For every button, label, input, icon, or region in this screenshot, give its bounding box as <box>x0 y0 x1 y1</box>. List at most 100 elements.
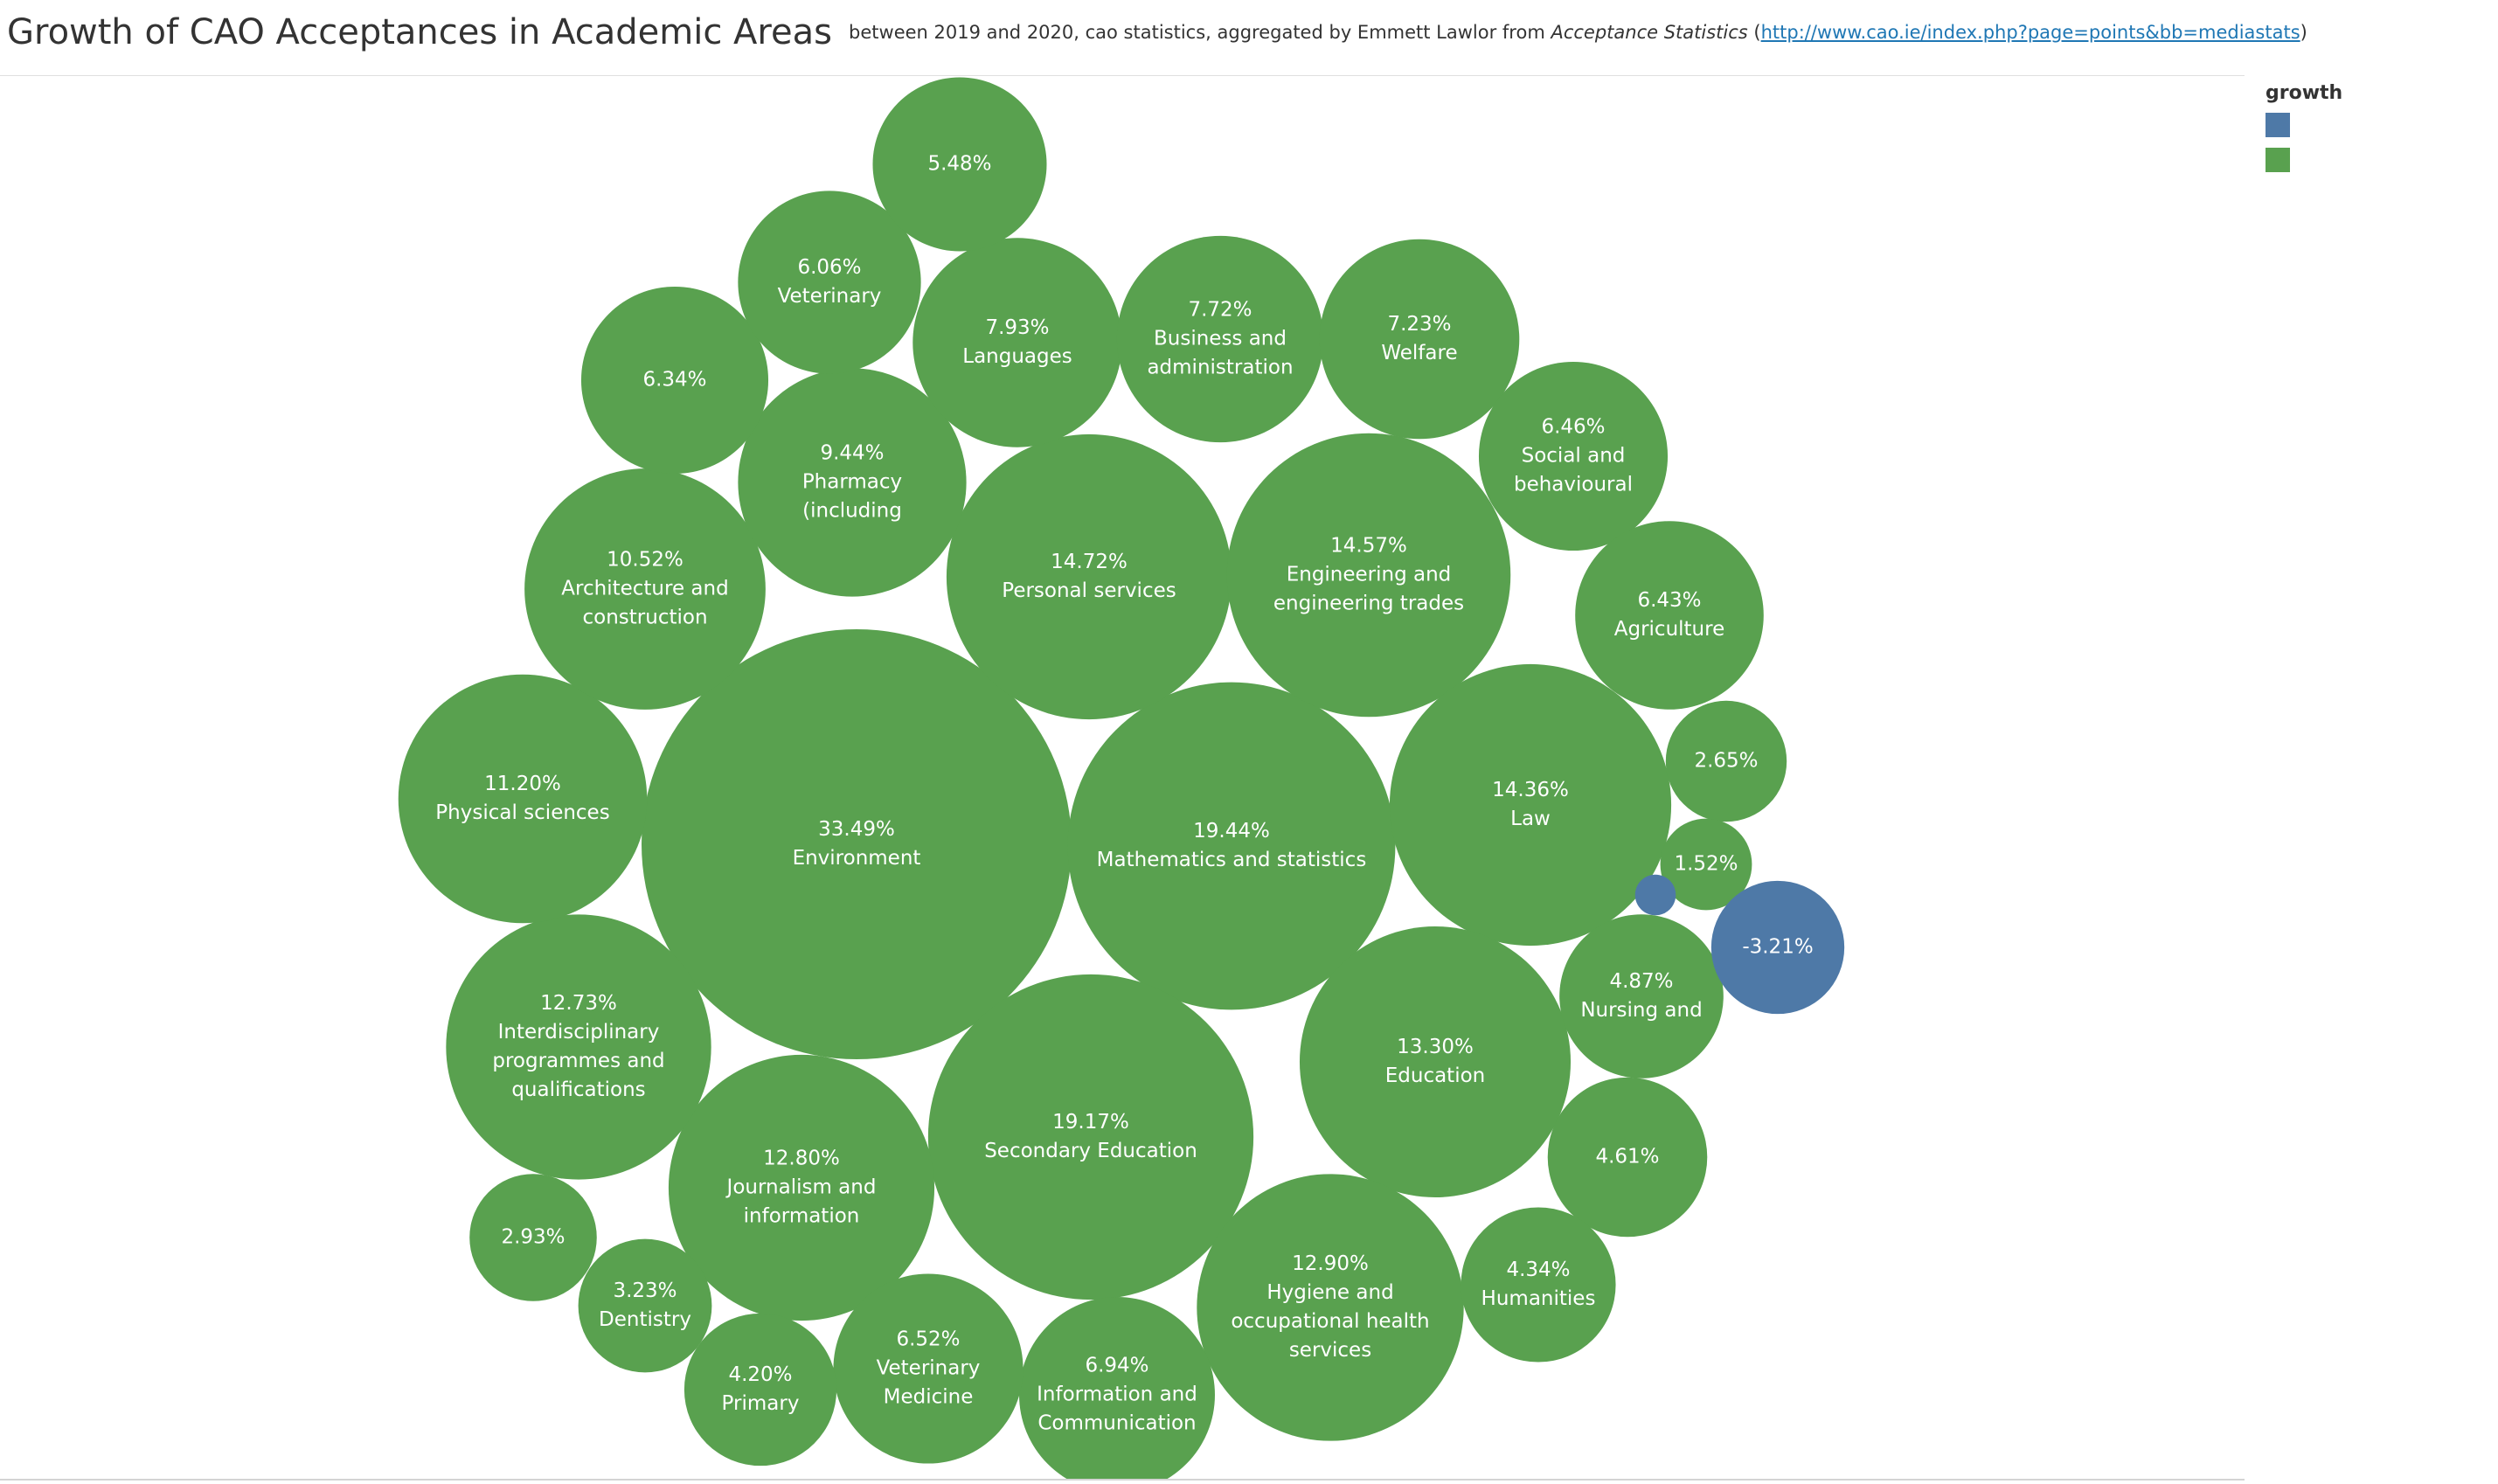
bubble[interactable]: 4.34%Humanities <box>1461 1207 1616 1363</box>
bubble[interactable]: 6.34% <box>580 286 769 475</box>
bubble-circle[interactable] <box>738 368 967 597</box>
bubble[interactable]: 7.93%Languages <box>912 238 1122 447</box>
bubble-value-label: 2.93% <box>501 1226 565 1249</box>
bubble-circle[interactable] <box>446 914 711 1180</box>
bubble[interactable]: -3.21% <box>1710 880 1845 1015</box>
bubble-name-label: Business and <box>1154 328 1287 350</box>
bubble-circle[interactable] <box>1665 700 1787 822</box>
bubble-name-label: Nursing and <box>1580 999 1702 1022</box>
bubble-name-label: Welfare <box>1381 342 1457 364</box>
bubble[interactable]: 2.93% <box>469 1174 597 1301</box>
bubble-circle[interactable] <box>946 433 1232 720</box>
bubble-circle[interactable] <box>578 1238 712 1373</box>
bubble-value-label: 4.87% <box>1609 970 1673 993</box>
bubble-value-label: 14.72% <box>1051 551 1128 573</box>
bubble-circle[interactable] <box>1197 1174 1464 1441</box>
bubble-name-label: engineering trades <box>1273 593 1464 615</box>
bubble[interactable]: 14.72%Personal services <box>946 433 1232 720</box>
bubble[interactable]: 6.06%Veterinary <box>738 191 921 374</box>
bubble-name-label: Law <box>1510 808 1551 830</box>
bubble-circle[interactable] <box>1660 818 1752 911</box>
bubble-value-label: 10.52% <box>607 549 683 572</box>
bubble-circle[interactable] <box>524 468 766 710</box>
bubble-value-label: 4.34% <box>1506 1259 1570 1281</box>
bubble[interactable] <box>1634 874 1676 916</box>
footer-divider <box>0 1479 2245 1481</box>
bubble-circle[interactable] <box>1319 239 1520 440</box>
bubble[interactable]: 9.44%Pharmacy(including <box>738 368 967 597</box>
bubble-circle[interactable] <box>1019 1297 1215 1479</box>
bubble-name-label: Journalism and <box>725 1176 877 1199</box>
legend: growth <box>2266 82 2475 174</box>
bubble-circle[interactable] <box>927 974 1254 1300</box>
bubble-circle[interactable] <box>683 1313 837 1467</box>
bubble-circle[interactable] <box>1478 361 1669 551</box>
bubble-circle[interactable] <box>642 629 1072 1059</box>
bubble-circle[interactable] <box>580 286 769 475</box>
bubble-circle[interactable] <box>1389 663 1672 947</box>
bubble-name-label: Physical sciences <box>435 801 609 824</box>
legend-item-negative[interactable] <box>2266 111 2475 139</box>
bubble[interactable]: 14.36%Law <box>1389 663 1672 947</box>
bubble[interactable]: 7.23%Welfare <box>1319 239 1520 440</box>
bubble-circle[interactable] <box>1710 880 1845 1015</box>
bubble[interactable]: 19.17%Secondary Education <box>927 974 1254 1300</box>
bubble-circle[interactable] <box>872 77 1047 252</box>
bubble[interactable]: 1.52% <box>1660 818 1752 911</box>
bubble-circle[interactable] <box>1634 874 1676 916</box>
bubble-circle[interactable] <box>1547 1077 1708 1238</box>
bubble-value-label: 12.90% <box>1292 1252 1369 1275</box>
bubble-circle[interactable] <box>398 674 648 924</box>
bubble-value-label: 33.49% <box>818 818 895 841</box>
bubble-name-label: programmes and <box>492 1050 664 1072</box>
bubble-name-label: Environment <box>793 847 921 870</box>
legend-swatch-negative <box>2266 113 2290 137</box>
bubble-circle[interactable] <box>1461 1207 1616 1363</box>
bubble[interactable]: 4.20% Primary <box>683 1313 837 1467</box>
bubble-circle[interactable] <box>1559 914 1724 1078</box>
bubble-circle[interactable] <box>1067 682 1396 1010</box>
bubble[interactable]: 4.61% <box>1547 1077 1708 1238</box>
bubble-name-label: Interdisciplinary <box>498 1021 660 1044</box>
bubble-value-label: -3.21% <box>1742 936 1813 959</box>
bubble-circle[interactable] <box>668 1054 935 1321</box>
bubble[interactable]: 2.65% <box>1665 700 1787 822</box>
bubble-name-label: Primary <box>722 1392 800 1415</box>
bubble-value-label: 12.80% <box>763 1148 840 1170</box>
bubble[interactable]: 19.44%Mathematics and statistics <box>1067 682 1396 1010</box>
bubble-value-label: 4.61% <box>1595 1146 1659 1168</box>
bubble[interactable]: 5.48% <box>872 77 1047 252</box>
bubble[interactable]: 6.43%Agriculture <box>1575 521 1764 710</box>
legend-item-positive[interactable] <box>2266 146 2475 174</box>
bubble-circle[interactable] <box>912 238 1122 447</box>
bubble-circle[interactable] <box>1116 235 1324 443</box>
bubble-value-label: 6.06% <box>797 256 861 279</box>
bubble[interactable]: 4.87% Nursing and <box>1559 914 1724 1078</box>
bubble-name-label: Architecture and <box>561 578 728 600</box>
bubble-circle[interactable] <box>833 1273 1023 1464</box>
bubble-circle[interactable] <box>1299 926 1572 1198</box>
bubble-circle[interactable] <box>469 1174 597 1301</box>
bubble[interactable]: 3.23%Dentistry <box>578 1238 712 1373</box>
bubble-value-label: 6.52% <box>896 1328 960 1351</box>
bubble-circle[interactable] <box>738 191 921 374</box>
bubble-value-label: 4.20% <box>728 1363 792 1386</box>
bubble-value-label: 11.20% <box>484 773 561 795</box>
bubble[interactable]: 13.30%Education <box>1299 926 1572 1198</box>
bubble[interactable]: 33.49% Environment <box>642 629 1072 1059</box>
bubble-circle[interactable] <box>1226 433 1511 718</box>
bubble-circle[interactable] <box>1575 521 1764 710</box>
bubble-name-label: Mathematics and statistics <box>1097 849 1367 871</box>
source-link[interactable]: http://www.cao.ie/index.php?page=points&… <box>1760 22 2300 43</box>
bubble[interactable]: 11.20% Physical sciences <box>398 674 648 924</box>
bubble-name-label: Medicine <box>884 1386 974 1409</box>
